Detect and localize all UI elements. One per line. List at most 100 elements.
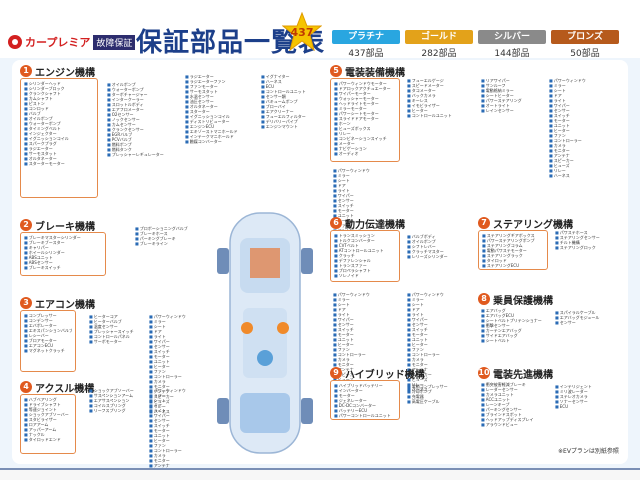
part-item: ウォッシャーモーター: [334, 96, 396, 101]
part-item: リーフスプリング: [89, 408, 139, 413]
plan-name: プラチナ: [332, 30, 400, 44]
part-item: ライト: [149, 334, 203, 339]
part-item: スイッチ: [149, 423, 203, 428]
brand-name: カープレミア: [25, 36, 91, 49]
part-item: イモビライザー: [407, 103, 473, 108]
section-number: 1: [20, 65, 32, 77]
part-item: エンジンECU: [185, 124, 251, 129]
part-item: オルタネーター: [185, 104, 251, 109]
part-item: ACCユニット: [481, 397, 545, 402]
part-item: コントロールパネル: [89, 334, 139, 339]
part-item: エバポレーター: [24, 323, 72, 328]
part-item: プレッシャーレギュレーター: [107, 152, 175, 157]
part-item: コントローラー: [407, 352, 471, 357]
part-item: スピーカー: [549, 158, 621, 163]
part-item: レリーズシリンダー: [407, 254, 471, 259]
part-item: ユニット: [407, 337, 471, 342]
part-item: オーディオ: [334, 151, 396, 156]
section-number: 10: [478, 367, 490, 379]
part-item: シート: [549, 88, 621, 93]
part-item: ユニット: [549, 123, 621, 128]
part-item: ドア: [333, 183, 401, 188]
part-item: インテリジェント: [555, 384, 621, 389]
part-item: ショックアブソーバー: [24, 412, 72, 417]
part-item: ウォーターポンプ: [24, 121, 94, 126]
part-item: エアサスペンション: [89, 398, 139, 403]
part-item: ワイパー: [333, 193, 401, 198]
section-label: エアコン機構: [35, 299, 95, 311]
part-item: センサー: [333, 322, 397, 327]
part-item: ヒーター: [407, 342, 471, 347]
electrical-list-2: フューエルゲージスピードメータータコメーターバックカメラキーレスイモビライザーヒ…: [404, 76, 476, 120]
part-item: 電動格納ミラー: [481, 88, 541, 93]
part-item: コントローラー: [549, 138, 621, 143]
drivetrain-list: トランスミッショントルクコンバーターCVTベルトATコントロールユニットクラッチ…: [330, 230, 400, 282]
part-item: ライト: [333, 312, 397, 317]
electrical-list-4: パワーウィンドウミラーシートドアライトワイパーセンサースイッチモーターユニットヒ…: [546, 76, 624, 180]
engine-list-4: イグナイターハーネスECUコントロールユニットセンサー類バキュームポンプブローバ…: [258, 72, 326, 131]
part-item: パワーウィンドウ: [407, 292, 471, 297]
part-item: ハーネス: [261, 79, 323, 84]
part-item: エアバッグ: [481, 308, 545, 313]
part-item: 衝突被害軽減ブレーキ: [481, 382, 545, 387]
section-number: 3: [20, 297, 32, 309]
part-item: リレー: [549, 168, 621, 173]
part-item: ラジエーター: [185, 74, 251, 79]
section-label: 電装先進機構: [493, 369, 553, 381]
part-item: ハーネス: [549, 173, 621, 178]
part-item: サーモスタット: [24, 151, 94, 156]
part-item: ステアリングラック: [482, 253, 544, 258]
part-item: パワーウィンドウ: [333, 168, 401, 173]
part-item: シート: [149, 324, 203, 329]
brand-mark-icon: [8, 35, 22, 49]
part-item: バルブ: [24, 111, 94, 116]
engine-list-2: オイルポンプウォーターポンプターボチャージャーインタークーラースロットルボディエ…: [104, 80, 178, 159]
part-item: パワーウィンドウモーター: [334, 81, 396, 86]
part-item: ユニット: [149, 433, 203, 438]
part-item: パワーウィンドウ: [333, 292, 397, 297]
footer-bar: [0, 468, 640, 480]
safety-list: エアバッグエアバッグECUシートベルトプリテンショナー衝撃センサーカーテンエアバ…: [478, 306, 548, 345]
part-item: パワーウィンドウ: [549, 78, 621, 83]
part-item: 燃料ポンプ: [107, 142, 175, 147]
part-item: 燃料タンク: [107, 147, 175, 152]
part-item: カーテンエアバッグ: [481, 328, 545, 333]
part-item: 温度センサー: [89, 324, 139, 329]
axle-list-3: パワーウィンドウミラーシートドアライトワイパーセンサースイッチモーターユニットヒ…: [146, 386, 206, 480]
part-item: ワイパー: [333, 317, 397, 322]
part-item: CVTベルト: [334, 243, 396, 248]
part-item: デファレンシャル: [334, 258, 396, 263]
part-item: サーボモーター: [89, 339, 139, 344]
engine-list: シリンダーヘッドシリンダーブロッククランクシャフトカムシャフトピストンコンロッド…: [20, 78, 98, 198]
section-label: ステアリング機構: [493, 219, 573, 231]
part-item: デリバリーパイプ: [261, 119, 323, 124]
plan-count: 50部品: [570, 49, 600, 59]
part-item: コントローラー: [149, 374, 203, 379]
plan-list: プラチナ 437部品 ゴールド 282部品 シルバー 144部品 ブロンズ 50…: [332, 30, 619, 59]
part-item: パワステホース: [555, 230, 621, 235]
part-item: レインセンサー: [481, 108, 541, 113]
section-label: ハイブリッド機構: [345, 369, 425, 381]
part-item: ステアリングコラム: [482, 243, 544, 248]
part-item: コントローラー: [149, 448, 203, 453]
part-item: プロポーショニングバルブ: [135, 226, 201, 231]
part-item: 高電圧ケーブル: [407, 399, 471, 404]
part-item: ヒーター: [149, 438, 203, 443]
part-item: ノックセンサー: [107, 117, 175, 122]
aircon-list: コンプレッサーコンデンサーエバポレーターエキスパンションバルブレシーバーブロアモ…: [20, 310, 76, 372]
part-item: ECU: [261, 84, 323, 89]
section-number: 2: [20, 219, 32, 231]
axle-list: ハブベアリングドライブシャフト等速ジョイントショックアブソーバースタビライザーロ…: [20, 394, 76, 454]
part-item: スタビライザー: [24, 417, 72, 422]
part-item: 電動コンプレッサー: [407, 384, 471, 389]
part-item: スイッチ: [149, 349, 203, 354]
plan-count: 144部品: [494, 49, 530, 59]
